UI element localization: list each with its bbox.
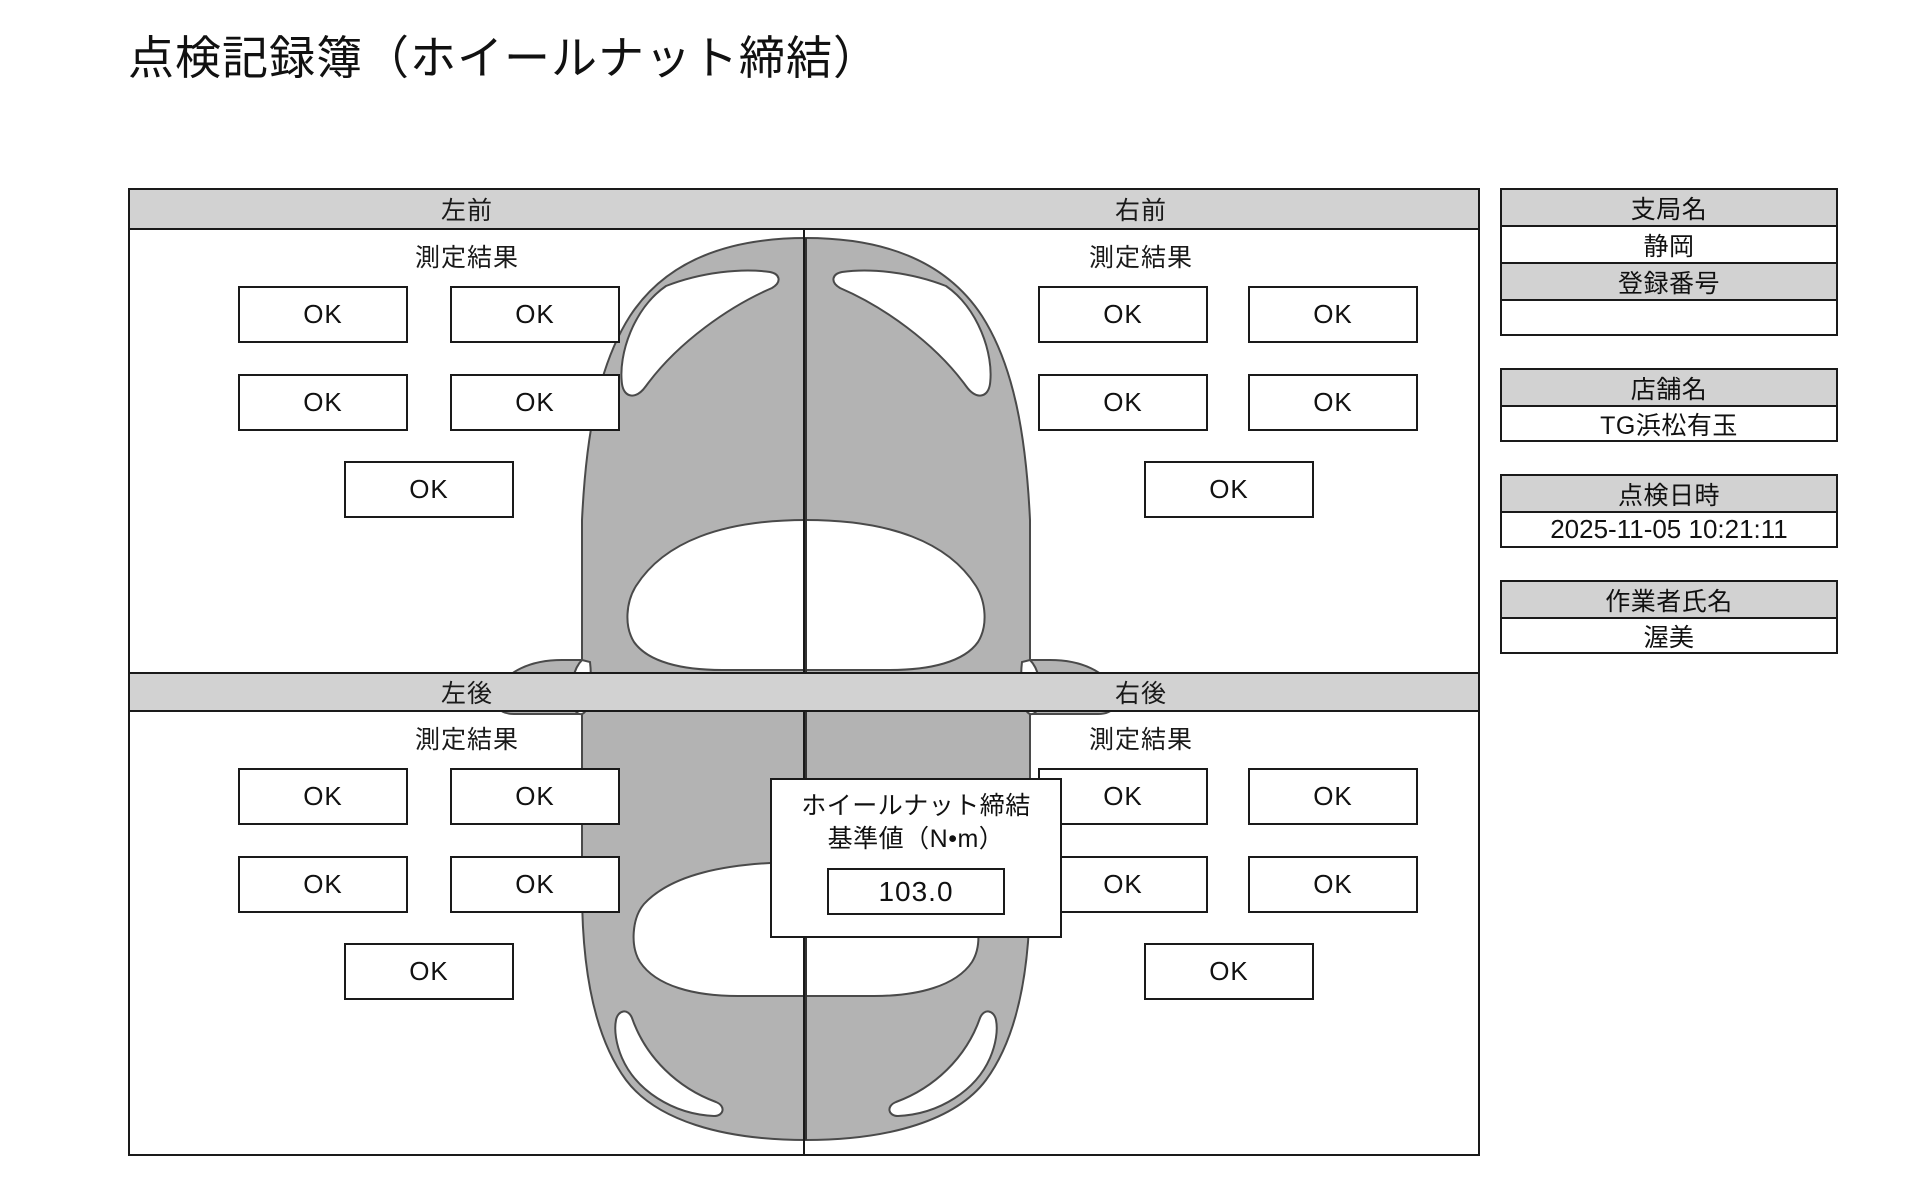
quadrant-subtitle-left-rear: 測定結果 — [414, 726, 519, 754]
result-box[interactable]: OK — [1248, 856, 1418, 913]
info-value-operator-name[interactable]: 渥美 — [1500, 617, 1838, 654]
info-label-store-name: 店舗名 — [1500, 368, 1838, 405]
result-box[interactable]: OK — [450, 856, 620, 913]
result-box[interactable]: OK — [450, 286, 620, 343]
info-panel: 支局名 静岡 登録番号 店舗名 TG浜松有玉 点検日時 2025-11-05 1… — [1500, 188, 1838, 686]
torque-value[interactable]: 103.0 — [827, 868, 1005, 915]
info-value-inspection-datetime[interactable]: 2025-11-05 10:21:11 — [1500, 511, 1838, 548]
info-value-branch-office[interactable]: 静岡 — [1500, 225, 1838, 262]
quadrant-header-left-rear: 左後 — [130, 672, 804, 712]
quadrant-header-right-rear: 右後 — [804, 672, 1478, 712]
result-box[interactable]: OK — [238, 374, 408, 431]
quadrant-subtitle-right-rear: 測定結果 — [1088, 726, 1193, 754]
quadrant-left-rear: 左後 測定結果 OK OK OK OK OK — [130, 672, 804, 1154]
info-value-registration-number[interactable] — [1500, 299, 1838, 336]
info-group-store: 店舗名 TG浜松有玉 — [1500, 368, 1838, 442]
result-box[interactable]: OK — [1248, 374, 1418, 431]
result-box[interactable]: OK — [450, 768, 620, 825]
result-grid-right-front: OK OK OK OK OK — [804, 286, 1478, 546]
info-group-inspection-datetime: 点検日時 2025-11-05 10:21:11 — [1500, 474, 1838, 548]
info-group-operator: 作業者氏名 渥美 — [1500, 580, 1838, 654]
quadrant-subtitle-right-front: 測定結果 — [1088, 244, 1193, 272]
torque-standard-callout: ホイールナット締結 基準値（N•m） 103.0 — [770, 778, 1062, 938]
result-box[interactable]: OK — [1144, 461, 1314, 518]
info-label-registration-number: 登録番号 — [1500, 262, 1838, 299]
result-box[interactable]: OK — [1038, 374, 1208, 431]
result-box[interactable]: OK — [238, 286, 408, 343]
result-box[interactable]: OK — [1144, 943, 1314, 1000]
result-box[interactable]: OK — [238, 856, 408, 913]
info-label-operator-name: 作業者氏名 — [1500, 580, 1838, 617]
quadrant-subtitle-left-front: 測定結果 — [414, 244, 519, 272]
result-box[interactable]: OK — [1038, 856, 1208, 913]
result-box[interactable]: OK — [1038, 286, 1208, 343]
quadrant-right-front: 右前 測定結果 OK OK OK OK OK — [804, 190, 1478, 672]
inspection-table: 左前 測定結果 OK OK OK OK OK 右前 測定結果 OK OK OK … — [128, 188, 1480, 1156]
result-box[interactable]: OK — [1248, 768, 1418, 825]
torque-callout-line2: 基準値（N•m） — [827, 825, 1005, 853]
result-box[interactable]: OK — [1248, 286, 1418, 343]
result-grid-left-rear: OK OK OK OK OK — [130, 768, 804, 1028]
torque-callout-line1: ホイールナット締結 — [801, 792, 1031, 820]
result-box[interactable]: OK — [238, 768, 408, 825]
quadrant-header-right-front: 右前 — [804, 190, 1478, 230]
info-label-inspection-datetime: 点検日時 — [1500, 474, 1838, 511]
info-label-branch-office: 支局名 — [1500, 188, 1838, 225]
info-value-store-name[interactable]: TG浜松有玉 — [1500, 405, 1838, 442]
result-box[interactable]: OK — [450, 374, 620, 431]
quadrant-header-left-front: 左前 — [130, 190, 804, 230]
result-grid-left-front: OK OK OK OK OK — [130, 286, 804, 546]
page-title: 点検記録簿（ホイールナット締結） — [128, 32, 880, 84]
result-box[interactable]: OK — [1038, 768, 1208, 825]
quadrant-left-front: 左前 測定結果 OK OK OK OK OK — [130, 190, 804, 672]
info-group-registration: 支局名 静岡 登録番号 — [1500, 188, 1838, 336]
result-box[interactable]: OK — [344, 461, 514, 518]
result-box[interactable]: OK — [344, 943, 514, 1000]
